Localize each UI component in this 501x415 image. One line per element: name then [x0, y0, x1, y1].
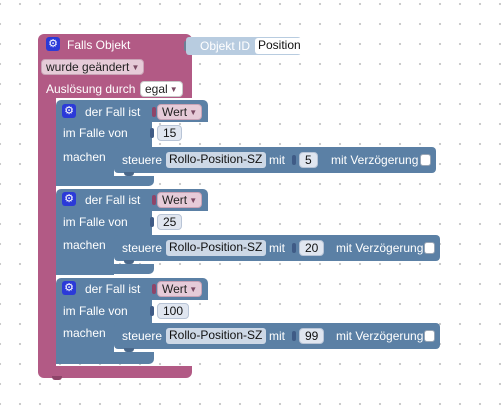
trigger-block-spine — [38, 96, 56, 372]
when-value[interactable]: 100 — [157, 303, 190, 319]
target-device[interactable]: Rollo-Position-SZ — [166, 240, 266, 256]
triangle-down-icon: ▼ — [189, 196, 198, 205]
trigger-block-tab — [52, 376, 62, 380]
triangle-down-icon: ▼ — [169, 85, 178, 94]
case-header: der Fall ist — [85, 282, 141, 296]
trigger-block[interactable] — [38, 34, 192, 60]
case-mode-dropdown[interactable]: Wert ▼ — [157, 104, 203, 120]
trigger-block-footer — [38, 366, 192, 378]
action-block-1-tab — [124, 172, 134, 176]
input-notch — [150, 217, 154, 227]
do-label: machen — [63, 150, 106, 164]
input-notch — [152, 284, 156, 294]
action-label: steuere — [122, 153, 163, 167]
case-mode-label: Wert — [162, 105, 188, 119]
delay-label: mit Verzögerung — [336, 241, 424, 255]
set-value[interactable]: 99 — [299, 328, 325, 344]
case-block-3-footer — [56, 352, 154, 364]
set-value[interactable]: 5 — [299, 152, 318, 168]
do-label: machen — [63, 238, 106, 252]
trigger-title: Falls Objekt — [67, 38, 131, 52]
case-mode-dropdown[interactable]: Wert ▼ — [157, 192, 203, 208]
delay-label: mit Verzögerung — [331, 153, 419, 167]
triangle-down-icon: ▼ — [189, 285, 198, 294]
case-header: der Fall ist — [85, 193, 141, 207]
delay-checkbox[interactable] — [420, 154, 431, 166]
delay-checkbox[interactable] — [424, 330, 435, 342]
input-notch — [152, 107, 156, 117]
with-label: mit — [269, 241, 285, 255]
trigger-dropdown[interactable]: egal ▼ — [140, 81, 183, 97]
input-notch — [292, 243, 296, 253]
when-label: im Falle von — [63, 304, 128, 318]
action-block-3-tab — [124, 348, 134, 352]
triangle-down-icon: ▼ — [131, 63, 140, 72]
when-label: im Falle von — [63, 215, 128, 229]
input-notch — [150, 306, 154, 316]
when-value[interactable]: 25 — [157, 214, 183, 230]
object-id-label: Objekt ID — [200, 39, 251, 53]
case-block-2-footer — [56, 264, 154, 274]
gear-icon[interactable]: ⚙ — [46, 37, 60, 51]
with-label: mit — [269, 329, 285, 343]
delay-label: mit Verzögerung — [336, 329, 424, 343]
action-label: steuere — [122, 241, 163, 255]
action-label: steuere — [122, 329, 163, 343]
input-notch — [292, 155, 296, 165]
action-block-2-tab — [124, 260, 134, 264]
delay-checkbox[interactable] — [424, 242, 435, 254]
target-device[interactable]: Rollo-Position-SZ — [166, 328, 266, 344]
when-value[interactable]: 15 — [157, 125, 183, 141]
change-dropdown[interactable]: wurde geändert ▼ — [41, 59, 145, 75]
case-mode-label: Wert — [162, 193, 188, 207]
input-notch — [150, 128, 154, 138]
case-mode-label: Wert — [162, 282, 188, 296]
case-mode-dropdown[interactable]: Wert ▼ — [157, 281, 203, 297]
case-block-1-footer — [56, 176, 154, 186]
triangle-down-icon: ▼ — [189, 108, 198, 117]
trigger-label: Auslösung durch — [46, 82, 136, 96]
with-label: mit — [269, 153, 285, 167]
trigger-dropdown-label: egal — [145, 82, 168, 96]
input-notch — [292, 331, 296, 341]
gear-icon[interactable]: ⚙ — [62, 104, 76, 118]
gear-icon[interactable]: ⚙ — [62, 281, 76, 295]
set-value[interactable]: 20 — [299, 240, 325, 256]
change-dropdown-label: wurde geändert — [46, 60, 130, 74]
target-device[interactable]: Rollo-Position-SZ — [166, 152, 266, 168]
input-notch — [152, 195, 156, 205]
object-id-value[interactable]: Position — [255, 38, 304, 54]
do-label: machen — [63, 326, 106, 340]
case-header: der Fall ist — [85, 105, 141, 119]
when-label: im Falle von — [63, 126, 128, 140]
gear-icon[interactable]: ⚙ — [62, 192, 76, 206]
